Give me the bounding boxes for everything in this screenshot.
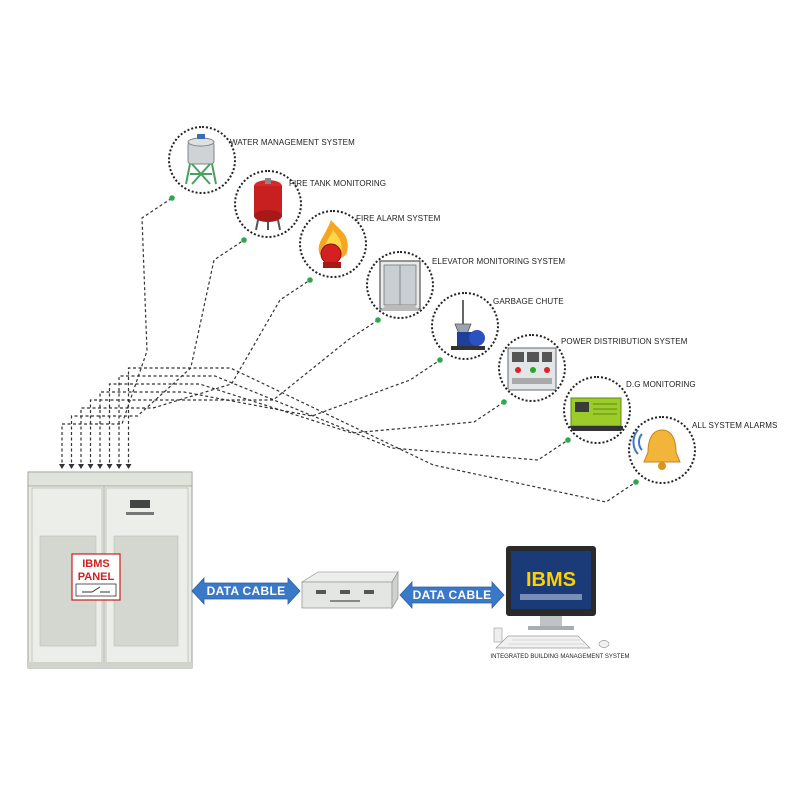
panel-input-arrow bbox=[125, 464, 132, 469]
monitor-screen-text: IBMS bbox=[526, 569, 576, 591]
connection-line bbox=[89, 319, 379, 468]
connection-line bbox=[99, 359, 441, 468]
elevator-icon bbox=[379, 260, 421, 311]
converter-box bbox=[300, 570, 399, 610]
panel-label-line1: IBMS bbox=[82, 558, 110, 570]
panel-input-arrow bbox=[106, 464, 113, 469]
connection-line bbox=[118, 375, 569, 468]
power-distribution-node bbox=[498, 334, 566, 402]
data-cable-right-label: DATA CABLE bbox=[400, 582, 504, 608]
data-cable-left-text: DATA CABLE bbox=[206, 584, 286, 598]
generator-icon bbox=[569, 397, 623, 431]
panel-label-plate: IBMS PANEL bbox=[71, 553, 121, 601]
connector-dot bbox=[307, 277, 313, 283]
connection-line bbox=[70, 239, 245, 468]
data-cable-left-arrow bbox=[191, 576, 301, 606]
panel-input-arrow bbox=[97, 464, 103, 469]
garbage-chute-icon bbox=[451, 300, 485, 350]
panel-input-arrow bbox=[78, 464, 84, 469]
all-system-alarms-node bbox=[628, 416, 696, 484]
connector-dot bbox=[501, 399, 507, 405]
label-fire-tank-monitoring: FIRE TANK MONITORING bbox=[289, 179, 387, 188]
dg-monitoring-node bbox=[563, 376, 631, 444]
label-dg-monitoring: D.G MONITORING bbox=[626, 380, 696, 389]
water-tank-icon bbox=[185, 134, 217, 185]
connector-dot bbox=[169, 195, 175, 201]
fire-tank-icon bbox=[254, 178, 282, 231]
connection-line bbox=[80, 279, 311, 468]
connection-lines bbox=[61, 197, 637, 503]
alarm-bell-icon bbox=[632, 429, 681, 470]
power-panel-icon bbox=[507, 347, 557, 391]
elevator-monitoring-node bbox=[366, 251, 434, 319]
data-cable-left-label: DATA CABLE bbox=[192, 578, 300, 604]
label-garbage-chute: GARBAGE CHUTE bbox=[493, 297, 564, 306]
workstation-caption: INTEGRATED BUILDING MANAGEMENT SYSTEM bbox=[490, 654, 630, 660]
data-cable-right-arrow bbox=[399, 580, 505, 610]
panel-label-line2: PANEL bbox=[78, 571, 115, 583]
garbage-chute-node bbox=[431, 292, 499, 360]
connector-dot bbox=[437, 357, 443, 363]
label-elevator-monitoring: ELEVATOR MONITORING SYSTEM bbox=[432, 257, 566, 266]
connector-dot bbox=[375, 317, 381, 323]
connector-dots bbox=[169, 195, 639, 485]
panel-input-arrow bbox=[59, 464, 65, 469]
label-fire-alarm-system: FIRE ALARM SYSTEM bbox=[356, 214, 441, 223]
fire-tank-node bbox=[234, 170, 302, 238]
ibms-workstation: IBMS bbox=[493, 546, 610, 649]
connection-line bbox=[127, 367, 637, 503]
panel-input-arrow bbox=[87, 464, 94, 469]
label-water-management: WATER MANAGEMENT SYSTEM bbox=[230, 138, 355, 147]
data-cable-right-text: DATA CABLE bbox=[412, 588, 492, 602]
connection-line bbox=[61, 197, 173, 468]
label-power-distribution: POWER DISTRIBUTION SYSTEM bbox=[561, 337, 688, 346]
fire-alarm-icon bbox=[318, 220, 348, 268]
panel-input-arrow bbox=[116, 464, 122, 469]
panel-input-arrow bbox=[68, 464, 75, 469]
connection-line bbox=[108, 383, 505, 468]
connector-dot bbox=[241, 237, 247, 243]
water-management-node bbox=[168, 126, 236, 194]
connector-dot bbox=[633, 479, 639, 485]
label-all-system-alarms: ALL SYSTEM ALARMS bbox=[692, 421, 778, 430]
connector-dot bbox=[565, 437, 571, 443]
fire-alarm-node bbox=[299, 210, 367, 278]
